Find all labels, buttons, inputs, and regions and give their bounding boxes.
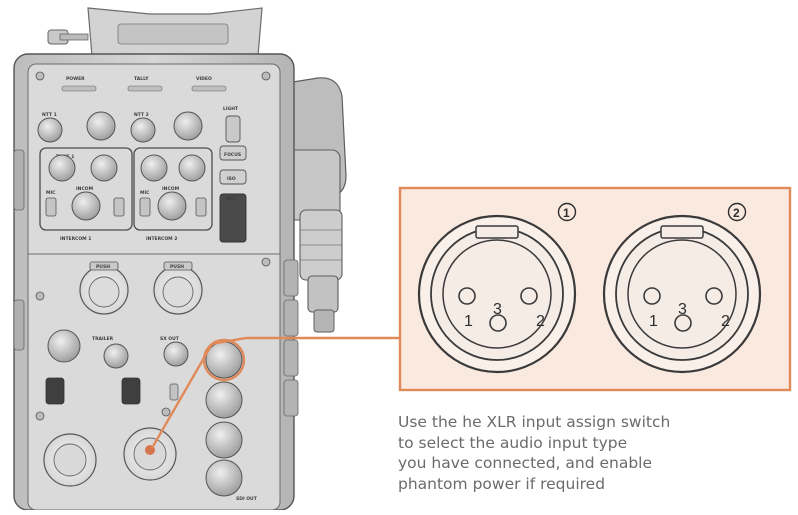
pin-2-label: 2: [536, 313, 545, 330]
badge-1-label: 1: [563, 206, 570, 220]
top-mount: [47, 7, 263, 57]
rec-button[interactable]: [219, 193, 247, 243]
caption-line-2: to select the audio input type: [398, 433, 628, 452]
focus-button-label: FOCUS: [224, 152, 241, 158]
pin-3-label: 3: [678, 301, 687, 318]
ntt1-knob[interactable]: [37, 117, 63, 143]
xlr2-assign-switch[interactable]: [121, 377, 141, 405]
top-knob-row: NTT 1 NTT 2 LIGHT: [37, 106, 241, 143]
caption-line-1: Use the he XLR input assign switch: [398, 413, 671, 431]
ntt2-knob[interactable]: [130, 117, 156, 143]
callout-line: [150, 336, 400, 449]
device-xlr-inputs: PUSH PUSH: [79, 261, 203, 315]
xlr-push-label-1: PUSH: [96, 264, 110, 270]
knob-label-ntt1: NTT 1: [42, 112, 57, 118]
knob-label-incom2: INCOM: [162, 186, 180, 192]
side-connector: [267, 77, 347, 333]
tone4-knob[interactable]: [178, 154, 206, 182]
ntt1-selector-knob[interactable]: [86, 111, 116, 141]
knob-label-light: LIGHT: [223, 106, 239, 112]
pin-2-label: 2: [721, 313, 730, 330]
pin-1-label: 1: [649, 313, 658, 330]
sx-out-connector[interactable]: [163, 341, 189, 367]
pin-2-icon: [705, 287, 723, 305]
tone2-knob[interactable]: [90, 154, 118, 182]
pin-3-icon: [489, 314, 507, 332]
tone1-knob[interactable]: [48, 154, 76, 182]
incom1-knob[interactable]: [71, 191, 101, 221]
right-connector-4[interactable]: [205, 459, 243, 497]
xlr1-assign-switch[interactable]: [45, 377, 65, 405]
iso-button[interactable]: [219, 169, 247, 185]
right-buttons: FOCUS ISO REC: [219, 145, 247, 243]
knob-label-ntt2: NTT 2: [134, 112, 149, 118]
caption: Use the he XLR input assign switch to se…: [398, 412, 788, 494]
inset-xlr-1: 1 2 3 1: [417, 202, 577, 374]
pin-1-icon: [458, 287, 476, 305]
group-label-intercom1: INTERCOM 1: [60, 236, 91, 242]
pin-1-icon: [643, 287, 661, 305]
light-switch[interactable]: [225, 115, 241, 143]
phantom-power-switch[interactable]: [169, 383, 179, 401]
rec-button-label: REC: [226, 196, 237, 202]
caption-line-4: phantom power if required: [398, 474, 606, 493]
lower-label-trailer: TRAILER: [92, 336, 114, 342]
inset-xlr-2: 1 2 3 2: [602, 202, 762, 374]
knob-label-mic2: MIC: [140, 190, 150, 196]
trailer-connector[interactable]: [47, 329, 81, 363]
mic2-switch[interactable]: [139, 197, 151, 217]
status-label-video: VIDEO: [196, 76, 212, 82]
pin-2-icon: [520, 287, 538, 305]
intercom-1-group: TONE 1 MIC INCOM INTERCOM 1: [39, 147, 133, 242]
xlr-push-label-2: PUSH: [170, 264, 184, 270]
lower-label-sdiout: SDI OUT: [236, 496, 258, 502]
pin-3-icon: [674, 314, 692, 332]
status-indicators: POWER TALLY VIDEO: [61, 76, 227, 92]
lower-label-sxout: SX OUT: [160, 336, 180, 342]
intercom1-switch[interactable]: [113, 197, 125, 217]
badge-2: [727, 202, 747, 222]
intercom2-switch[interactable]: [195, 197, 207, 217]
badge-2-label: 2: [733, 206, 740, 220]
right-connector-3[interactable]: [205, 421, 243, 459]
tone3-knob[interactable]: [140, 154, 168, 182]
status-label-tally: TALLY: [134, 76, 149, 82]
lower-connectors: TRAILER SX OUT SDI OUT: [43, 329, 258, 502]
caption-line-3: you have connected, and enable: [398, 454, 653, 472]
ntt2-selector-knob[interactable]: [173, 111, 203, 141]
status-label-power: POWER: [66, 76, 85, 82]
knob-label-mic1: MIC: [46, 190, 56, 196]
focus-button[interactable]: [219, 145, 247, 161]
pin-3-label: 3: [493, 301, 502, 318]
pin-1-label: 1: [464, 313, 473, 330]
knob-label-incom1: INCOM: [76, 186, 94, 192]
xlr-inset: 1 2 3 1 1 2 3 2: [398, 186, 792, 392]
group-label-intercom2: INTERCOM 2: [146, 236, 177, 242]
right-connector-2[interactable]: [205, 381, 243, 419]
intercom-2-group: MIC INCOM INTERCOM 2: [133, 147, 213, 242]
badge-1: [557, 202, 577, 222]
mic1-switch[interactable]: [45, 197, 57, 217]
incom2-knob[interactable]: [157, 191, 187, 221]
iso-button-label: ISO: [227, 176, 236, 182]
